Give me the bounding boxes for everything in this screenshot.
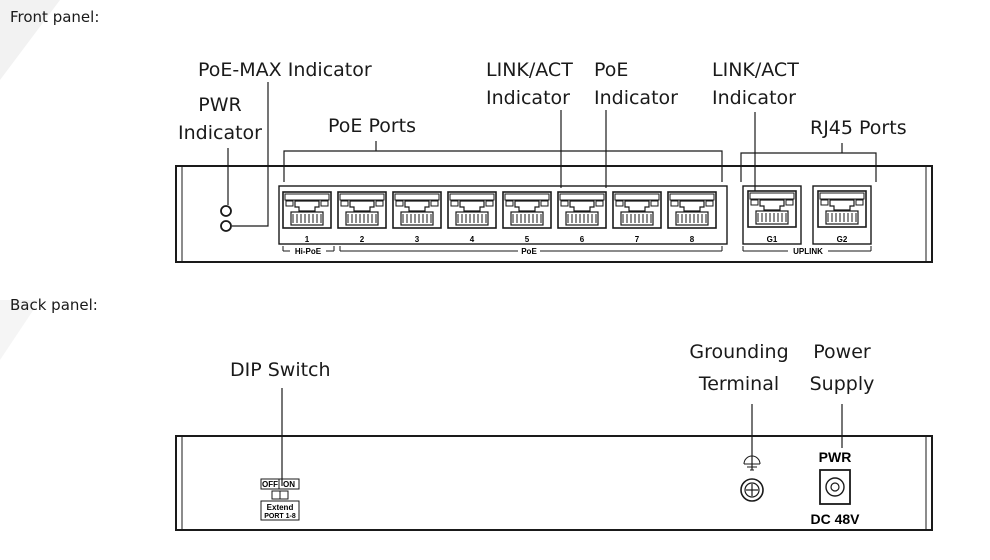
port-number: 7 [635,235,640,244]
grounding-terminal-label-line1: Grounding [689,341,789,363]
dip-extend-label: Extend [267,503,294,512]
voltage-label: DC 48V [810,511,860,527]
power-supply-label-line1: Power [813,341,871,363]
uplink-port-label: G2 [837,235,848,244]
power-supply-label: Power Supply [804,336,880,400]
port-number: 4 [470,235,475,244]
link-act-indicator-label: LINK/ACT Indicator [486,56,573,112]
poe-max-indicator-label: PoE-MAX Indicator [198,59,372,81]
poe-ports-label: PoE Ports [328,115,417,137]
pwr-led [220,205,232,217]
port-number: 6 [580,235,585,244]
poe-indicator-label: PoE Indicator [594,56,678,112]
uplink-link-act-indicator-label-line1: LINK/ACT [712,59,799,81]
dip-off-label: OFF [262,480,278,489]
front-panel-heading: Front panel: [10,8,100,26]
dip-switch-label: DIP Switch [230,359,331,381]
pwr-indicator-label-line2: Indicator [178,122,262,144]
poe-max-led [220,220,232,232]
back-panel-heading: Back panel: [10,296,98,314]
uplink-port-label: G1 [767,235,778,244]
grounding-screw-icon [740,478,764,502]
pwr-label: PWR [819,449,852,465]
front-chassis [175,165,933,263]
poe-indicator-label-line1: PoE [594,59,629,81]
port-number: 1 [305,235,310,244]
grounding-terminal-label-line2: Terminal [698,373,780,395]
dc-power-jack-icon [819,469,851,505]
back-chassis [175,435,933,531]
poe-group-label: PoE [521,247,537,256]
dip-off-on-box [260,478,300,490]
uplink-port-frame-1 [742,185,802,245]
rj45-ports-label: RJ45 Ports [810,117,907,139]
uplink-port-frame-2 [812,185,872,245]
uplink-link-act-indicator-label-line2: Indicator [712,87,796,109]
port-number: 3 [415,235,420,244]
pwr-indicator-label-line1: PWR [198,94,242,116]
link-act-indicator-label-line2: Indicator [486,87,570,109]
link-act-indicator-label-line1: LINK/ACT [486,59,573,81]
dip-on-label: ON [283,480,295,489]
hi-poe-group-label: Hi-PoE [295,247,322,256]
power-supply-label-line2: Supply [809,373,875,395]
port-number: 2 [360,235,365,244]
poe-indicator-label-line2: Indicator [594,87,678,109]
pwr-indicator-label: PWR Indicator [172,91,268,147]
grounding-terminal-label: Grounding Terminal [686,336,792,400]
ground-icon [743,455,761,471]
port-number: 5 [525,235,530,244]
uplink-link-act-indicator-label: LINK/ACT Indicator [712,56,799,112]
poe-port-block [278,185,728,245]
port-number: 8 [690,235,695,244]
dip-ports-label: PORT 1-8 [264,513,296,520]
uplink-group-label: UPLINK [793,247,823,256]
